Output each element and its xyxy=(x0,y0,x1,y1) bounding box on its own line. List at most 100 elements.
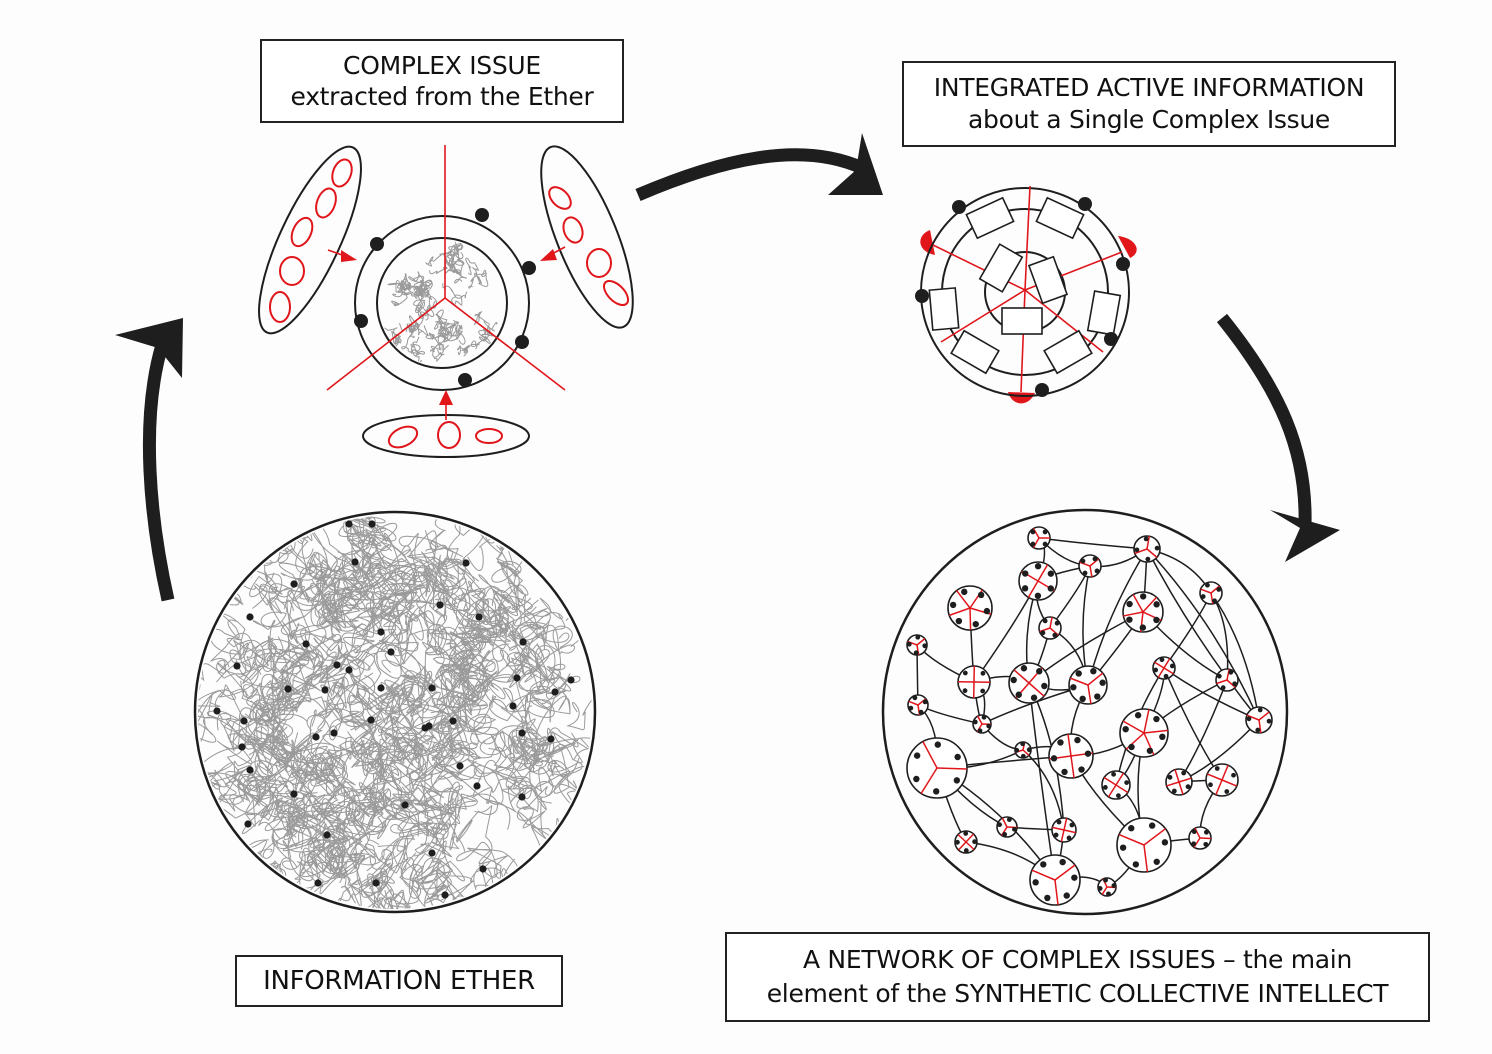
node-dot xyxy=(1020,753,1026,759)
node-dot xyxy=(933,788,940,795)
node-divider xyxy=(1089,565,1093,577)
scribble-line xyxy=(349,545,421,610)
node-dot xyxy=(1022,570,1029,577)
ether-particle xyxy=(321,686,329,694)
scribble-line xyxy=(425,333,449,351)
node-divider xyxy=(1087,672,1104,686)
node-dot xyxy=(1030,529,1036,535)
ether-particle xyxy=(479,865,487,873)
info-block xyxy=(1027,255,1069,305)
node-dot xyxy=(1050,755,1058,762)
node-divider xyxy=(1200,588,1212,594)
ether-particle xyxy=(441,891,449,899)
network-edge xyxy=(1163,667,1223,781)
node-dot xyxy=(1061,768,1068,776)
network-node xyxy=(1027,526,1051,550)
node-dot xyxy=(1021,585,1029,592)
node-dot xyxy=(1161,839,1169,846)
scribble-line xyxy=(249,563,359,603)
scribble-line xyxy=(449,695,506,756)
scribble-line xyxy=(198,661,227,734)
network-node xyxy=(907,694,929,716)
node-divider xyxy=(1087,684,1092,704)
ether-particle xyxy=(213,707,221,715)
node-dot xyxy=(1119,844,1127,851)
scribble-line xyxy=(423,564,454,622)
node-dot xyxy=(1099,679,1106,686)
ether-particle xyxy=(518,793,526,801)
scribble-line xyxy=(509,737,592,794)
node-divider xyxy=(920,767,938,794)
node-dot xyxy=(913,775,920,783)
scribble-line xyxy=(378,532,418,652)
scribble-line xyxy=(465,257,483,284)
node-dot xyxy=(1191,841,1197,847)
network-nodes xyxy=(906,526,1273,906)
scribble-line xyxy=(360,715,435,801)
scribble-line xyxy=(361,889,404,909)
node-dot xyxy=(961,588,968,596)
scribble-line xyxy=(339,538,386,596)
node-dot xyxy=(1106,891,1111,897)
node-dot xyxy=(972,719,978,725)
ether-particle xyxy=(368,520,376,528)
node-dot xyxy=(1090,667,1097,675)
scribble-line xyxy=(437,324,463,342)
node-divider xyxy=(1215,779,1223,796)
network-node xyxy=(972,714,992,734)
node-dot xyxy=(972,620,979,628)
scribble-line xyxy=(407,530,445,623)
node-dot xyxy=(1111,883,1117,888)
ether-particle xyxy=(377,684,385,692)
scribble-line xyxy=(227,688,295,776)
ether-particle xyxy=(449,717,457,725)
scribble-line xyxy=(210,628,257,676)
ether-particle xyxy=(345,520,353,528)
node-dot xyxy=(977,728,983,734)
scribble-line xyxy=(311,837,388,908)
node-divider xyxy=(1154,661,1165,669)
node-divider xyxy=(1070,755,1075,778)
node-divider xyxy=(965,841,975,851)
network-edge xyxy=(1210,592,1260,721)
node-divider xyxy=(1070,677,1089,686)
node-dot xyxy=(977,591,985,599)
scribble-line xyxy=(412,823,451,899)
node-dot xyxy=(1020,741,1026,747)
node-dot xyxy=(913,752,921,759)
scribble-line xyxy=(390,803,454,880)
node-divider xyxy=(1063,818,1068,831)
scribble-line xyxy=(431,698,507,759)
network-node xyxy=(1188,826,1212,850)
network-boundary xyxy=(881,508,1289,916)
node-dot xyxy=(1075,670,1082,677)
node-divider xyxy=(1101,886,1108,895)
info-blocks xyxy=(928,196,1122,375)
node-dot xyxy=(1171,788,1177,794)
node-dot xyxy=(913,650,919,656)
network-subtitle: element of the SYNTHETIC COLLECTIVE INTE… xyxy=(766,979,1389,1008)
scribble-line xyxy=(410,275,430,299)
scribble-line xyxy=(507,619,570,683)
ether-particle xyxy=(240,717,248,725)
node-dot xyxy=(963,831,969,836)
scribble-line xyxy=(244,699,294,747)
node-divider xyxy=(1163,667,1174,675)
node-dot xyxy=(1042,618,1048,624)
node-dot xyxy=(1026,747,1032,753)
ether-particle xyxy=(551,688,559,696)
ether-particle xyxy=(351,558,359,566)
scribble-line xyxy=(413,283,430,296)
node-divider xyxy=(1067,734,1072,757)
node-dot xyxy=(1208,782,1213,788)
node-divider xyxy=(1122,720,1145,734)
node-dot xyxy=(1047,570,1055,577)
node-dot xyxy=(1056,819,1062,825)
red-marker xyxy=(1008,392,1035,404)
network-node xyxy=(1029,854,1081,906)
scribble-line xyxy=(435,654,483,707)
scribble-line xyxy=(469,606,515,640)
node-dot xyxy=(1126,600,1133,608)
node-dot xyxy=(1167,774,1173,780)
node-dot xyxy=(1020,665,1028,672)
